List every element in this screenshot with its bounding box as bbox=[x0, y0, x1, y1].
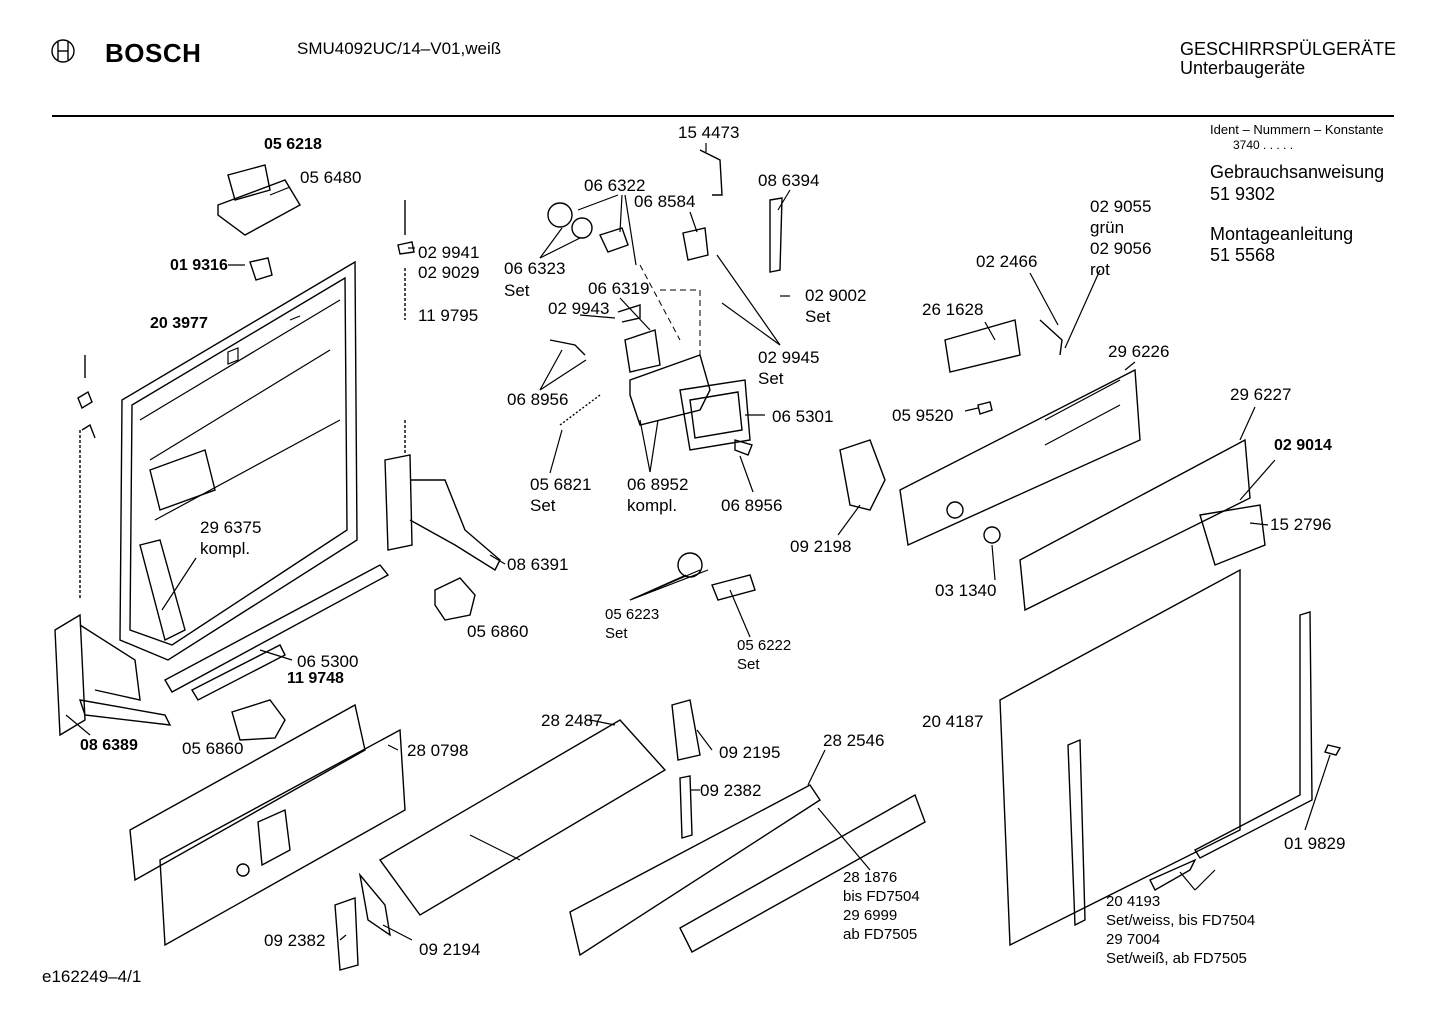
outer-door-panel-drawing bbox=[999, 568, 1342, 947]
part-label: Set bbox=[758, 369, 784, 388]
part-label: 05 9520 bbox=[892, 406, 954, 425]
door-latch-drawing bbox=[217, 164, 301, 281]
foam-block-b bbox=[231, 699, 286, 741]
left-hinge-drawing bbox=[54, 355, 172, 737]
part-label: 15 2796 bbox=[1270, 515, 1332, 534]
part-label: 02 9941 bbox=[418, 243, 480, 262]
part-label: 11 9795 bbox=[418, 306, 479, 325]
part-label: 05 6222 bbox=[737, 637, 792, 654]
part-label: 29 6999 bbox=[843, 907, 898, 924]
manual-label: Gebrauchsanweisung bbox=[1210, 162, 1385, 182]
part-label: 02 9029 bbox=[418, 263, 480, 282]
part-label: 08 6394 bbox=[758, 171, 820, 190]
part-label: 02 9014 bbox=[1274, 437, 1332, 454]
part-label: 01 9829 bbox=[1284, 834, 1346, 853]
part-label: 29 6375 bbox=[200, 518, 262, 537]
part-label: 09 2195 bbox=[719, 743, 781, 762]
part-label: 05 6860 bbox=[182, 739, 244, 758]
part-label: 05 6218 bbox=[264, 136, 322, 153]
part-label: Set bbox=[605, 625, 628, 642]
appliance-category: GESCHIRRSPÜLGERÄTE bbox=[1180, 39, 1397, 59]
bosch-logo-icon bbox=[51, 39, 75, 63]
part-label: 28 1876 bbox=[843, 869, 898, 886]
part-label: rot bbox=[1090, 260, 1110, 279]
detergent-dispenser-drawing bbox=[547, 149, 783, 456]
part-label: 03 1340 bbox=[935, 581, 997, 600]
part-label: 20 4187 bbox=[922, 712, 984, 731]
part-label: ab FD7505 bbox=[843, 926, 918, 943]
part-label: 02 9056 bbox=[1090, 239, 1152, 258]
ident-value: 3740 . . . . . bbox=[1233, 138, 1294, 152]
part-label: 09 2194 bbox=[419, 940, 481, 959]
part-label: 09 2382 bbox=[700, 781, 762, 800]
part-label: 15 4473 bbox=[678, 123, 740, 142]
part-label: 06 8584 bbox=[634, 192, 696, 211]
part-label: 06 5300 bbox=[297, 652, 359, 671]
part-label: 20 3977 bbox=[150, 315, 208, 332]
foam-block-a bbox=[434, 577, 476, 621]
part-label: 09 2382 bbox=[264, 931, 326, 950]
part-label: 28 2546 bbox=[823, 731, 885, 750]
part-label: 06 6319 bbox=[588, 279, 650, 298]
part-label: 08 6389 bbox=[80, 737, 138, 754]
part-label: 29 6226 bbox=[1108, 342, 1170, 361]
part-label: bis FD7504 bbox=[843, 888, 920, 905]
assembly-number: 51 5568 bbox=[1210, 245, 1276, 265]
appliance-subcategory: Unterbaugeräte bbox=[1180, 58, 1306, 78]
part-label: 02 9945 bbox=[758, 348, 820, 367]
part-label: 06 8952 bbox=[627, 475, 689, 494]
part-label: 08 6391 bbox=[507, 555, 569, 574]
part-label: kompl. bbox=[200, 539, 251, 558]
part-label: kompl. bbox=[627, 496, 678, 515]
part-label: 06 8956 bbox=[721, 496, 783, 515]
part-label: 05 6223 bbox=[605, 606, 660, 623]
part-label: Set/weiß, ab FD7505 bbox=[1106, 950, 1247, 967]
assembly-label: Montageanleitung bbox=[1210, 224, 1354, 244]
base-panels-drawing bbox=[129, 699, 926, 971]
ident-label: Ident – Nummern – Konstante bbox=[1210, 122, 1384, 137]
part-label: Set bbox=[504, 281, 530, 300]
manual-number: 51 9302 bbox=[1210, 184, 1276, 204]
drawing-id: e162249–4/1 bbox=[42, 967, 142, 986]
part-label: 01 9316 bbox=[170, 257, 228, 274]
part-label: Set bbox=[805, 307, 831, 326]
part-label: 06 8956 bbox=[507, 390, 569, 409]
part-label: 28 0798 bbox=[407, 741, 469, 760]
right-hinge-drawing bbox=[164, 200, 501, 701]
part-label: Set bbox=[530, 496, 556, 515]
part-label: 11 9748 bbox=[287, 670, 344, 687]
part-label: 29 6227 bbox=[1230, 385, 1292, 404]
part-label: 06 6322 bbox=[584, 176, 646, 195]
part-label: Set bbox=[737, 656, 760, 673]
part-label: 06 5301 bbox=[772, 407, 834, 426]
part-label: 05 6480 bbox=[300, 168, 362, 187]
part-label: Set/weiss, bis FD7504 bbox=[1106, 912, 1256, 929]
leader-lines bbox=[65, 143, 1331, 941]
control-panel-drawing bbox=[839, 319, 1266, 612]
part-label: 09 2198 bbox=[790, 537, 852, 556]
part-label: 05 6860 bbox=[467, 622, 529, 641]
brand-name: BOSCH bbox=[105, 38, 202, 68]
part-label: 26 1628 bbox=[922, 300, 984, 319]
part-label: 28 2487 bbox=[541, 711, 603, 730]
part-label: 20 4193 bbox=[1106, 893, 1161, 910]
part-label: grün bbox=[1090, 218, 1125, 237]
inner-door-panel-drawing bbox=[119, 260, 358, 661]
part-label: 02 9943 bbox=[548, 299, 610, 318]
model-number: SMU4092UC/14–V01,weiß bbox=[297, 39, 502, 58]
part-label: 02 9002 bbox=[805, 286, 867, 305]
part-label: 05 6821 bbox=[530, 475, 592, 494]
part-label: 29 7004 bbox=[1106, 931, 1161, 948]
part-label: 06 6323 bbox=[504, 259, 566, 278]
part-label: 02 2466 bbox=[976, 252, 1038, 271]
part-label: 02 9055 bbox=[1090, 197, 1152, 216]
